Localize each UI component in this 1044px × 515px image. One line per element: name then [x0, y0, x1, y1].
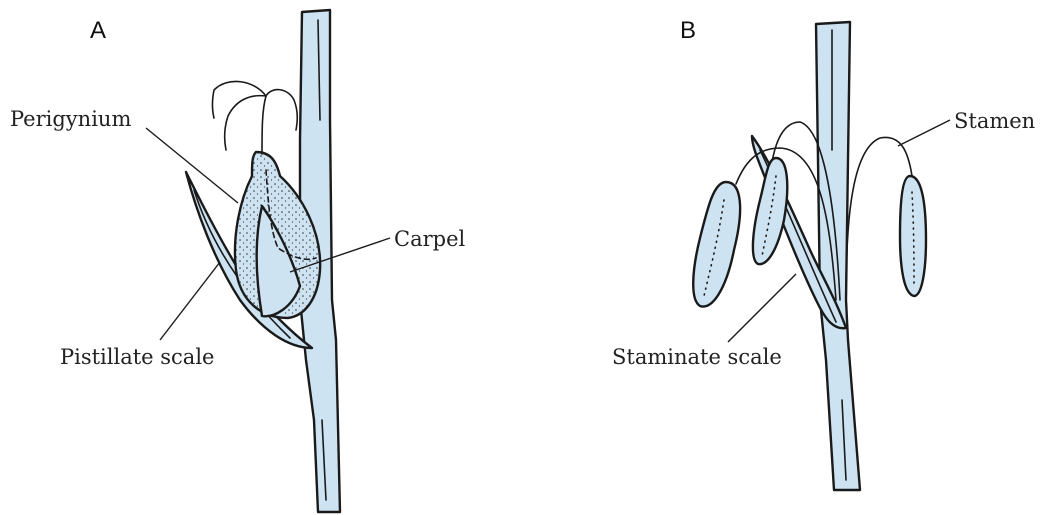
label-carpel: Carpel	[394, 227, 465, 251]
anther-middle	[753, 158, 787, 264]
anther-left	[693, 182, 740, 307]
stigma	[213, 81, 267, 154]
panel-b: B Stamen Staminate scale	[612, 17, 1035, 490]
panel-a-letter: A	[90, 17, 106, 44]
label-staminate-scale: Staminate scale	[612, 345, 782, 369]
panel-b-stem	[816, 22, 860, 490]
panel-b-letter: B	[680, 17, 696, 44]
panel-a: A Perigynium Carpel Pistillate scale	[10, 10, 465, 512]
label-pistillate-scale: Pistillate scale	[60, 345, 214, 369]
label-stamen: Stamen	[954, 109, 1035, 133]
anther-right	[900, 176, 926, 296]
label-perigynium: Perigynium	[10, 107, 131, 131]
